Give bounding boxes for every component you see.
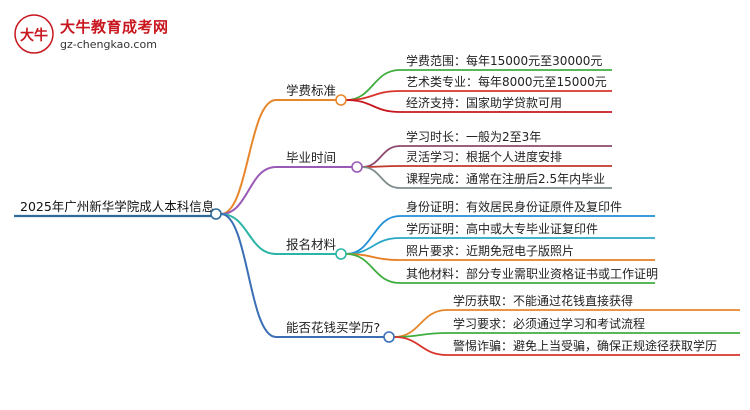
leaf-link-materials-3 [345, 253, 401, 284]
leaf-label-graduation-0: 学习时长：一般为2至3年 [406, 129, 541, 144]
branch-link-money [220, 213, 277, 338]
leaf-label-materials-2: 照片要求：近期免冠电子版照片 [406, 243, 574, 258]
leaf-link-money-2 [393, 336, 448, 356]
logo-mark-icon: 大牛 [14, 14, 54, 54]
leaf-label-fees-2: 经济支持：国家助学贷款可用 [406, 95, 562, 110]
leaf-label-fees-0: 学费范围：每年15000元至30000元 [406, 53, 602, 68]
logo-url: gz-chengkao.com [60, 38, 157, 51]
branch-node-money[interactable] [383, 331, 395, 343]
logo-title: 大牛教育成考网 [60, 18, 169, 36]
root-label: 2025年广州新华学院成人本科信息 [20, 199, 214, 214]
branch-label-materials: 报名材料 [286, 237, 337, 252]
leaf-label-graduation-1: 灵活学习：根据个人进度安排 [406, 149, 562, 164]
leaf-label-materials-0: 身份证明：有效居民身份证原件及复印件 [406, 199, 622, 214]
branch-link-graduation [220, 166, 277, 215]
branch-node-materials[interactable] [335, 248, 347, 260]
branch-node-fees[interactable] [335, 94, 347, 106]
mindmap-nodes: 2025年广州新华学院成人本科信息 学费标准 学费范围：每年15000元至30000… [20, 53, 717, 353]
logo-mark-text: 大牛 [20, 27, 48, 44]
root-node-circle[interactable] [210, 208, 222, 220]
site-logo[interactable]: 大牛 大牛教育成考网 gz-chengkao.com [14, 14, 354, 58]
branch-link-fees [220, 99, 277, 215]
leaf-link-materials-1 [345, 237, 401, 255]
leaf-label-money-1: 学习要求：必须通过学习和考试流程 [453, 316, 645, 331]
leaf-label-fees-1: 艺术类专业：每年8000元至15000元 [406, 74, 607, 89]
leaf-link-money-1 [393, 332, 448, 338]
leaf-link-materials-0 [345, 215, 401, 255]
branch-label-graduation: 毕业时间 [286, 150, 336, 165]
leaf-label-graduation-2: 课程完成：通常在注册后2.5年内毕业 [406, 171, 605, 186]
mindmap-links [14, 69, 740, 356]
leaf-link-fees-2 [345, 99, 401, 113]
leaf-label-money-0: 学历获取：不能通过花钱直接获得 [453, 293, 633, 308]
leaf-label-materials-1: 学历证明：高中或大专毕业证复印件 [406, 221, 598, 236]
branch-link-materials [220, 213, 277, 255]
branch-label-fees: 学费标准 [286, 83, 336, 98]
leaf-link-graduation-0 [361, 145, 401, 168]
leaf-link-graduation-2 [361, 166, 401, 189]
leaf-label-money-2: 警惕诈骗：避免上当受骗，确保正规途径获取学历 [453, 338, 717, 353]
branch-label-money: 能否花钱买学历? [286, 320, 380, 335]
branch-node-graduation[interactable] [351, 161, 363, 173]
leaf-label-materials-3: 其他材料：部分专业需职业资格证书或工作证明 [406, 266, 658, 281]
